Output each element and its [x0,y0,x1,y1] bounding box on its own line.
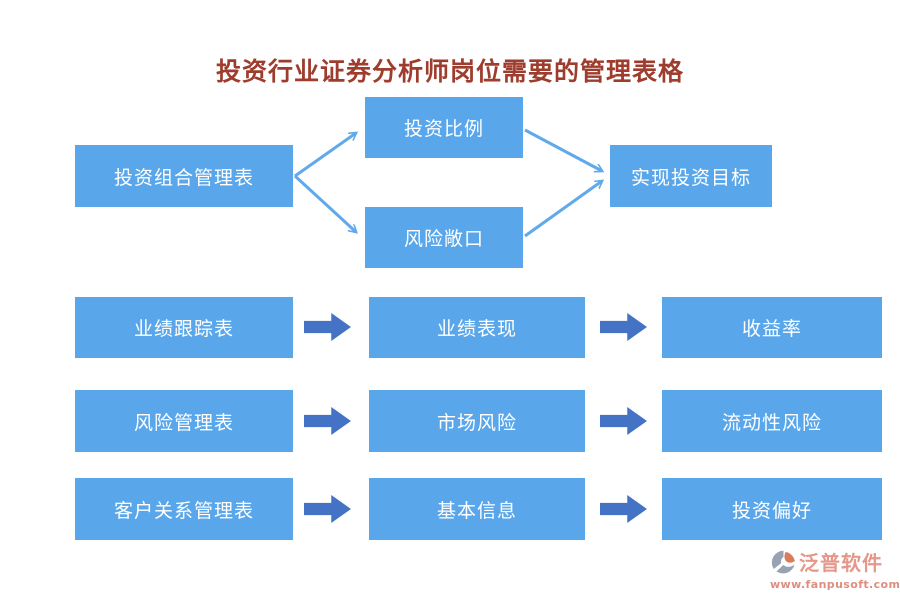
node-investment-ratio: 投资比例 [365,97,523,158]
node-customer-relation-table: 客户关系管理表 [75,478,293,540]
block-arrow-icon [600,407,647,435]
node-liquidity-risk: 流动性风险 [662,390,882,452]
node-performance: 业绩表现 [369,297,585,358]
node-investment-preference: 投资偏好 [662,478,882,540]
node-yield-rate: 收益率 [662,297,882,358]
connector-arrow-top-to-target [524,128,602,171]
diagram-title: 投资行业证券分析师岗位需要的管理表格 [215,57,684,86]
node-performance-tracking-table: 业绩跟踪表 [75,297,293,358]
brand-url: www.fanpusoft.com [770,578,900,591]
fanpu-logo-icon [771,550,795,574]
block-arrow-icon [600,313,647,341]
block-arrow-icon [304,407,351,435]
brand-name: 泛普软件 [799,550,883,575]
node-basic-info: 基本信息 [369,478,585,540]
node-risk-management-table: 风险管理表 [75,390,293,452]
node-market-risk: 市场风险 [369,390,585,452]
block-arrow-icon [304,495,351,523]
node-portfolio-management-table: 投资组合管理表 [75,145,293,207]
block-arrow-icon [600,495,647,523]
node-achieve-investment-goal: 实现投资目标 [610,145,772,207]
connector-arrow-bottom-to-target [524,181,602,238]
node-risk-exposure: 风险敞口 [365,207,523,268]
connector-arrow-source-to-top [294,133,356,178]
connector-arrow-source-to-bottom [293,174,356,232]
block-arrow-icon [304,313,351,341]
brand-watermark: 泛普软件 www.fanpusoft.com [770,549,900,591]
